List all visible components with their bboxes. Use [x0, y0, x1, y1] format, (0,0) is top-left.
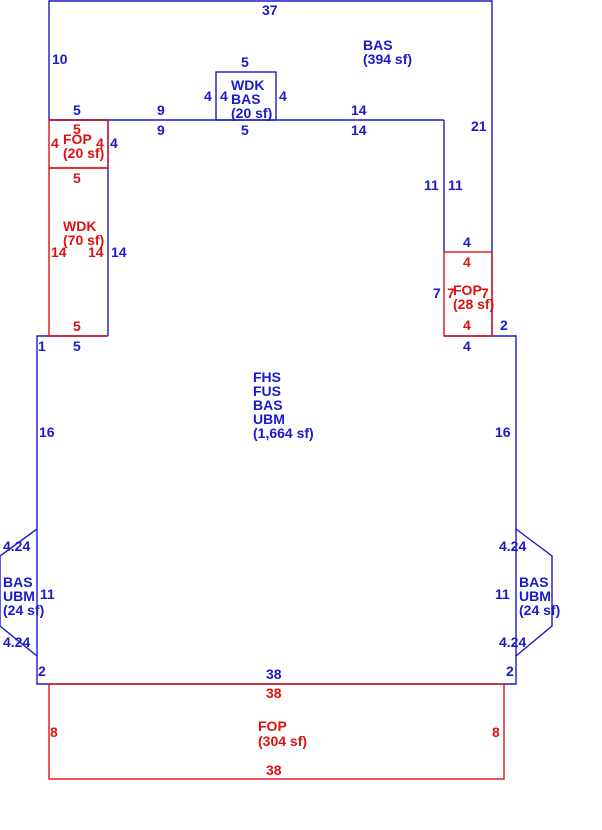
dim-label: 4: [463, 317, 471, 333]
wdk-small-label-1: WDK: [231, 77, 264, 93]
dim-label: 5: [73, 318, 81, 334]
dim-label: 7: [481, 285, 489, 301]
dim-label: 4: [204, 88, 212, 104]
main-label-1: FHS: [253, 369, 281, 385]
dim-label: 4: [463, 254, 471, 270]
dim-label: 11: [40, 586, 55, 602]
dim-label: 9: [157, 122, 165, 138]
red-dimension-labels: 5 4 4 5 14 14 5 4 7 7 4 38 8 8 38: [50, 121, 500, 778]
main-label-3: BAS: [253, 397, 283, 413]
bay-left-label-2: UBM: [3, 588, 35, 604]
fop-bottom-outline: [48, 683, 505, 780]
main-area-value: (1,664 sf): [253, 425, 314, 441]
dim-label: 7: [433, 285, 441, 301]
dim-label: 16: [39, 424, 55, 440]
dim-label: 4.24: [499, 538, 526, 554]
upper-bas-area: (394 sf): [363, 51, 412, 67]
bay-left-label-1: BAS: [3, 574, 33, 590]
dim-label: 2: [506, 663, 514, 679]
dim-label: 4.24: [499, 634, 526, 650]
dim-label: 38: [266, 762, 282, 778]
dim-label: 11: [424, 177, 439, 193]
dim-label: 14: [111, 244, 127, 260]
dim-label: 4.24: [3, 634, 30, 650]
dim-label: 8: [50, 724, 58, 740]
fop-left-label: FOP: [63, 131, 92, 147]
dim-label: 5: [73, 121, 81, 137]
fop-bottom-area: (304 sf): [258, 733, 307, 749]
dim-label: 14: [51, 244, 67, 260]
blue-dimension-labels: 37 10 21 5 4 4 5 4 5 9 9 14 14 4 11 11 1…: [3, 2, 526, 682]
dim-label: 10: [52, 51, 68, 67]
dim-label: 4.24: [3, 538, 30, 554]
upper-bas-label: BAS: [363, 37, 393, 53]
dim-label: 8: [492, 724, 500, 740]
dim-label: 11: [448, 177, 463, 193]
dim-label: 16: [495, 424, 511, 440]
bay-right-label-2: UBM: [519, 588, 551, 604]
dim-label: 14: [351, 102, 367, 118]
fop-bottom-label: FOP: [258, 718, 287, 734]
dim-label: 5: [73, 338, 81, 354]
dim-label: 38: [266, 685, 282, 701]
dim-label: 4: [463, 234, 471, 250]
dim-label: 4: [110, 135, 118, 151]
wdk-left-label: WDK: [63, 218, 96, 234]
dim-label: 4: [463, 338, 471, 354]
dim-label: 37: [262, 2, 278, 18]
upper-bas-outline: [48, 0, 493, 336]
dim-label: 5: [241, 54, 249, 70]
dim-label: 21: [471, 118, 487, 134]
dim-label: 2: [500, 317, 508, 333]
dim-label: 4: [96, 135, 104, 151]
bay-left-area: (24 sf): [3, 602, 44, 618]
fop-left-area: (20 sf): [63, 145, 104, 161]
main-label-4: UBM: [253, 411, 285, 427]
bay-right-outline: [515, 528, 553, 657]
wdk-left-area: (70 sf): [63, 232, 104, 248]
dim-label: 14: [351, 122, 367, 138]
fop-right-outline: [443, 251, 493, 337]
dim-label: 4: [220, 88, 228, 104]
main-label-2: FUS: [253, 383, 281, 399]
fop-right-area: (28 sf): [453, 296, 494, 312]
wdk-small-outline: [215, 71, 277, 121]
dim-label: 5: [241, 122, 249, 138]
porch-outlines: [48, 119, 505, 780]
dim-label: 5: [73, 170, 81, 186]
wdk-small-label-2: BAS: [231, 91, 261, 107]
dim-label: 4: [279, 88, 287, 104]
dim-label: 38: [266, 666, 282, 682]
dim-label: 14: [88, 244, 104, 260]
bay-right-area: (24 sf): [519, 602, 560, 618]
fop-right-label: FOP: [453, 282, 482, 298]
bay-left-outline: [0, 528, 38, 657]
wdk-left-outline: [48, 168, 108, 337]
dim-label: 7: [447, 285, 455, 301]
dim-label: 1: [38, 338, 46, 354]
area-labels: FHS FUS BAS UBM (1,664 sf) BAS (394 sf) …: [3, 37, 560, 749]
dim-label: 4: [51, 135, 59, 151]
bay-right-label-1: BAS: [519, 574, 549, 590]
wdk-small-area: (20 sf): [231, 105, 272, 121]
dim-label: 2: [38, 663, 46, 679]
dim-label: 5: [73, 102, 81, 118]
dim-label: 9: [157, 102, 165, 118]
dim-label: 11: [495, 586, 510, 602]
